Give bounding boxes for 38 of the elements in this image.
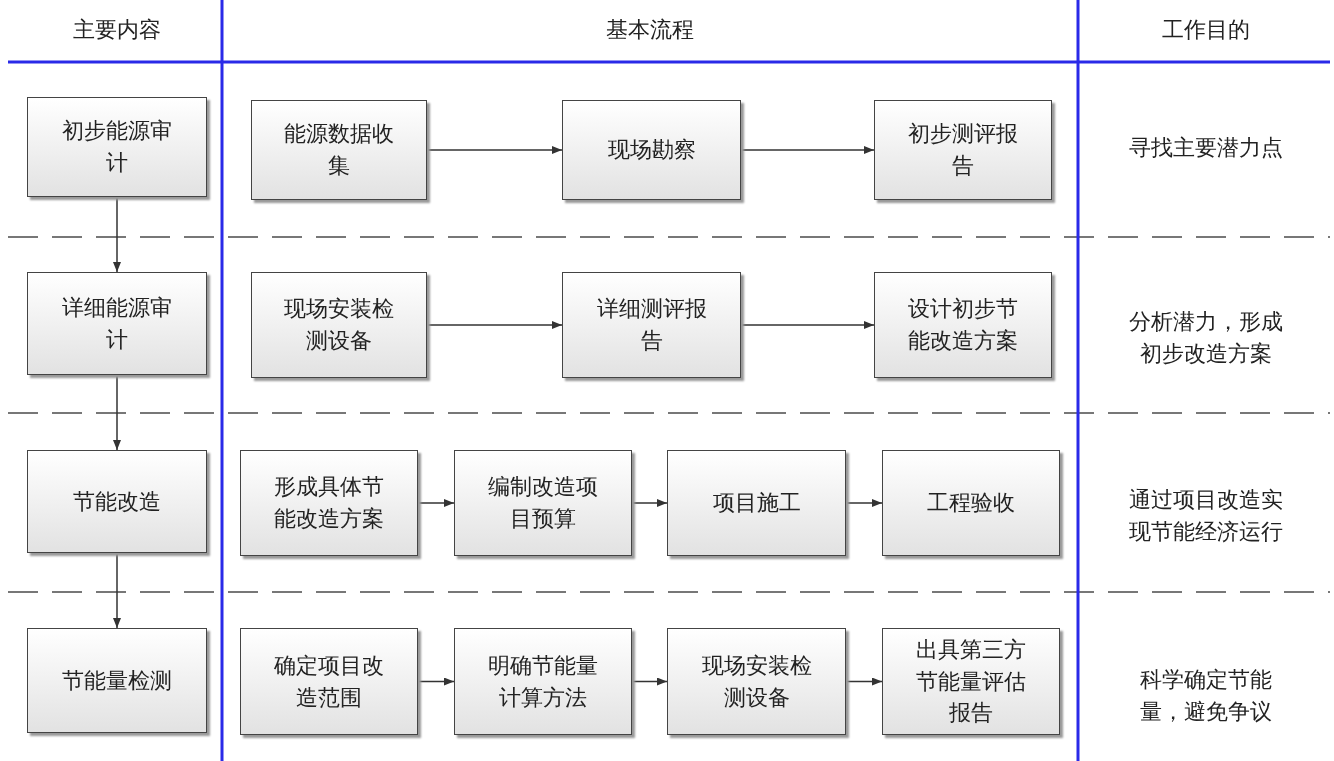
arrow [845,499,883,507]
arrow [740,321,875,329]
process-box: 详细测评报告 [562,272,741,378]
stage-box: 节能量检测 [27,628,207,733]
process-box: 形成具体节能改造方案 [240,450,418,556]
goal-text: 通过项目改造实现节能经济运行 [1128,486,1284,546]
process-box: 工程验收 [882,450,1060,556]
process-box: 现场安装检测设备 [251,272,427,378]
arrow [740,146,875,154]
arrow [631,499,668,507]
arrow [845,677,883,686]
column-heading: 基本流程 [605,16,695,44]
stage-box: 初步能源审计 [27,97,207,197]
arrow [113,374,121,451]
process-box: 现场安装检测设备 [667,628,846,735]
column-heading: 工作目的 [1161,16,1251,44]
stage-box: 节能改造 [27,450,207,553]
process-box: 确定项目改造范围 [240,628,418,735]
process-box: 项目施工 [667,450,846,556]
arrow [426,146,563,154]
process-box: 初步测评报告 [874,100,1052,200]
arrow [417,499,455,507]
arrow [631,677,668,686]
process-box: 能源数据收集 [251,100,427,200]
process-box: 设计初步节能改造方案 [874,272,1052,378]
arrow [417,677,455,686]
process-box: 现场勘察 [562,100,741,200]
stage-box: 详细能源审计 [27,272,207,375]
goal-text: 寻找主要潜力点 [1128,134,1284,162]
arrow [113,552,121,629]
goal-text: 分析潜力，形成初步改造方案 [1128,308,1284,368]
arrow [113,196,121,273]
column-heading: 主要内容 [72,16,162,44]
process-box: 编制改造项目预算 [454,450,632,556]
goal-text: 科学确定节能量，避免争议 [1139,666,1273,726]
process-box: 出具第三方节能量评估报告 [882,628,1060,735]
process-box: 明确节能量计算方法 [454,628,632,735]
arrow [426,321,563,329]
